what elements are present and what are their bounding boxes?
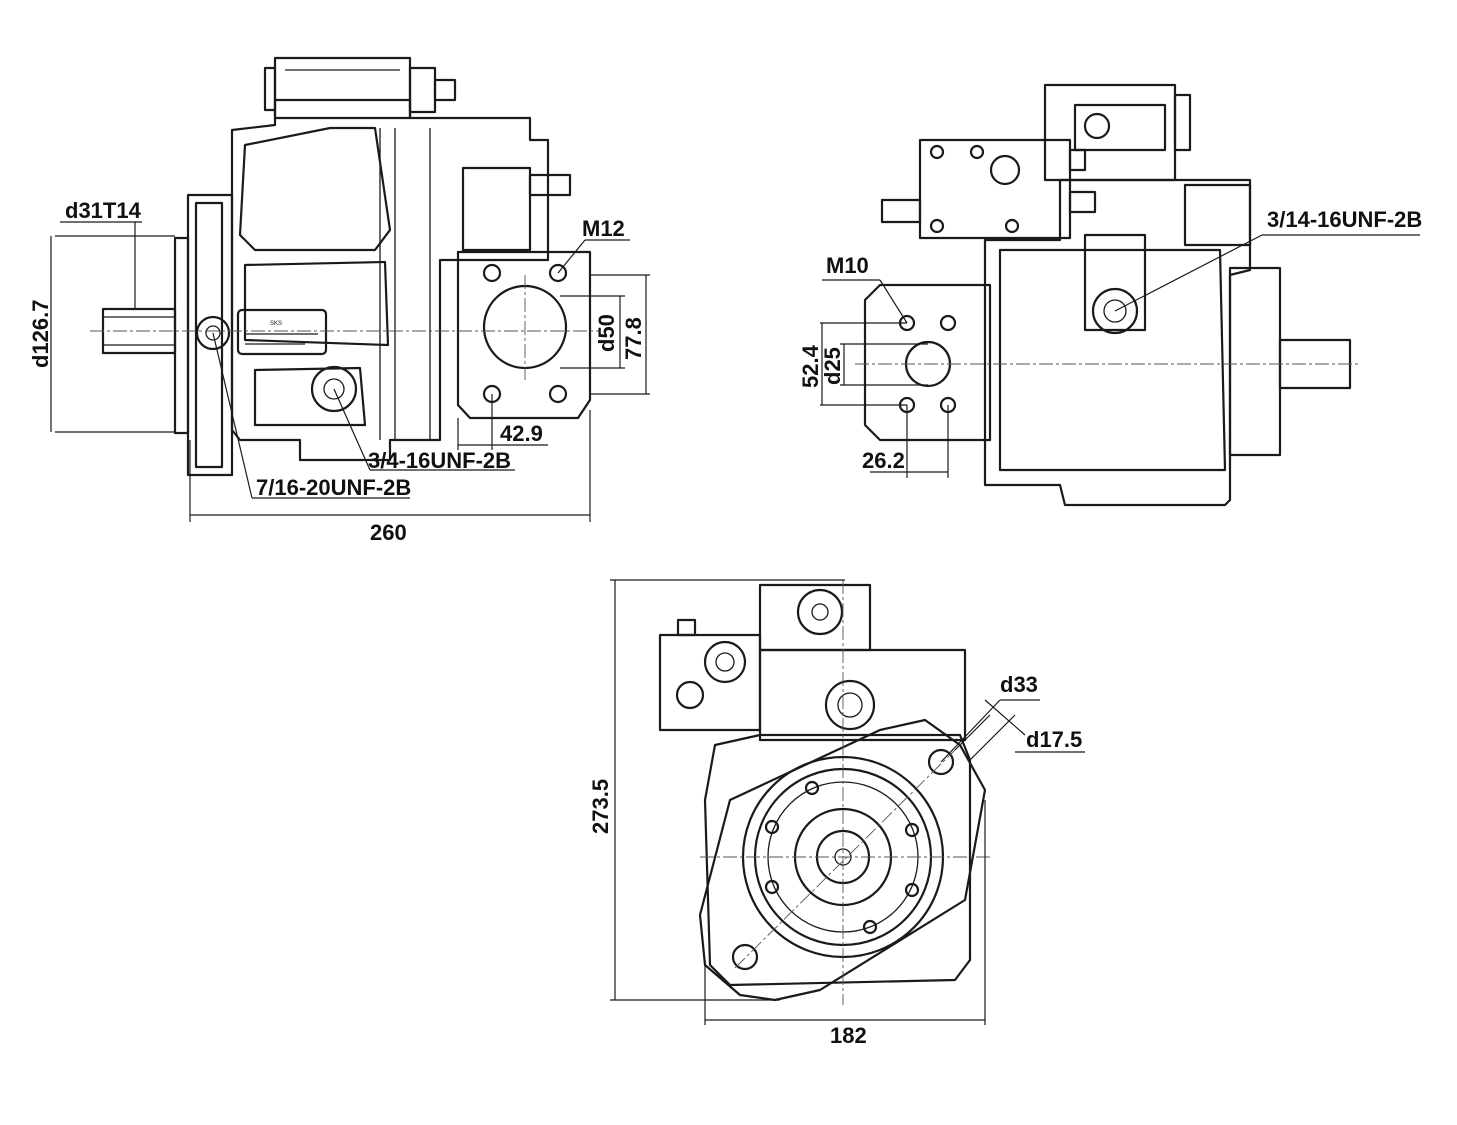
side-view: SKS d31T14 d126.7 bbox=[28, 56, 650, 545]
rear-drive-shaft bbox=[1278, 338, 1352, 390]
pump-housing bbox=[230, 98, 550, 462]
flange-height-label: 77.8 bbox=[621, 317, 646, 360]
port-diameter-label: d50 bbox=[594, 314, 619, 352]
rear-top-valve-block bbox=[1043, 83, 1177, 182]
front-side-valve bbox=[658, 633, 762, 732]
overall-height-label: 273.5 bbox=[588, 779, 613, 834]
outlet-flange bbox=[456, 250, 592, 420]
shaft-spline-label: d31T14 bbox=[65, 198, 142, 223]
flange-thread-label: M12 bbox=[582, 216, 625, 241]
rear-flange-offset-label: 26.2 bbox=[862, 448, 905, 473]
flange-offset-label: 42.9 bbox=[500, 421, 543, 446]
nameplate-text: SKS bbox=[270, 321, 282, 327]
overall-length-label: 260 bbox=[370, 520, 407, 545]
rear-flange-thread-label: M10 bbox=[826, 253, 869, 278]
mounting-flange bbox=[173, 236, 190, 435]
mount-hole-label: d17.5 bbox=[1026, 727, 1082, 752]
rear-port-label: 3/14-16UNF-2B bbox=[1267, 207, 1422, 232]
front-mount-flange bbox=[698, 718, 987, 1002]
rear-flange-height-label: 52.4 bbox=[798, 344, 823, 388]
rear-pump-housing bbox=[983, 178, 1252, 507]
nameplate bbox=[236, 308, 328, 356]
front-view: 273.5 d33 d17.5 182 bbox=[588, 579, 1085, 1048]
mount-hole-top bbox=[927, 748, 955, 776]
top-valve-block bbox=[273, 56, 412, 120]
pilot-diameter-label: d126.7 bbox=[28, 300, 53, 369]
rear-port-diameter-label: d25 bbox=[820, 347, 845, 385]
port-b-label: 7/16-20UNF-2B bbox=[256, 475, 411, 500]
port-b-circle bbox=[195, 315, 231, 351]
port-a-label: 3/4-16UNF-2B bbox=[368, 448, 511, 473]
mount-bore-label: d33 bbox=[1000, 672, 1038, 697]
mount-hole-bottom bbox=[731, 943, 759, 971]
rear-port-circle bbox=[1091, 287, 1139, 335]
rear-view: M10 52.4 d25 26.2 3/14-16UNF-2B bbox=[798, 83, 1422, 507]
overall-width-label: 182 bbox=[830, 1023, 867, 1048]
rear-outlet-flange bbox=[863, 283, 992, 442]
port-a-circle bbox=[310, 365, 358, 413]
